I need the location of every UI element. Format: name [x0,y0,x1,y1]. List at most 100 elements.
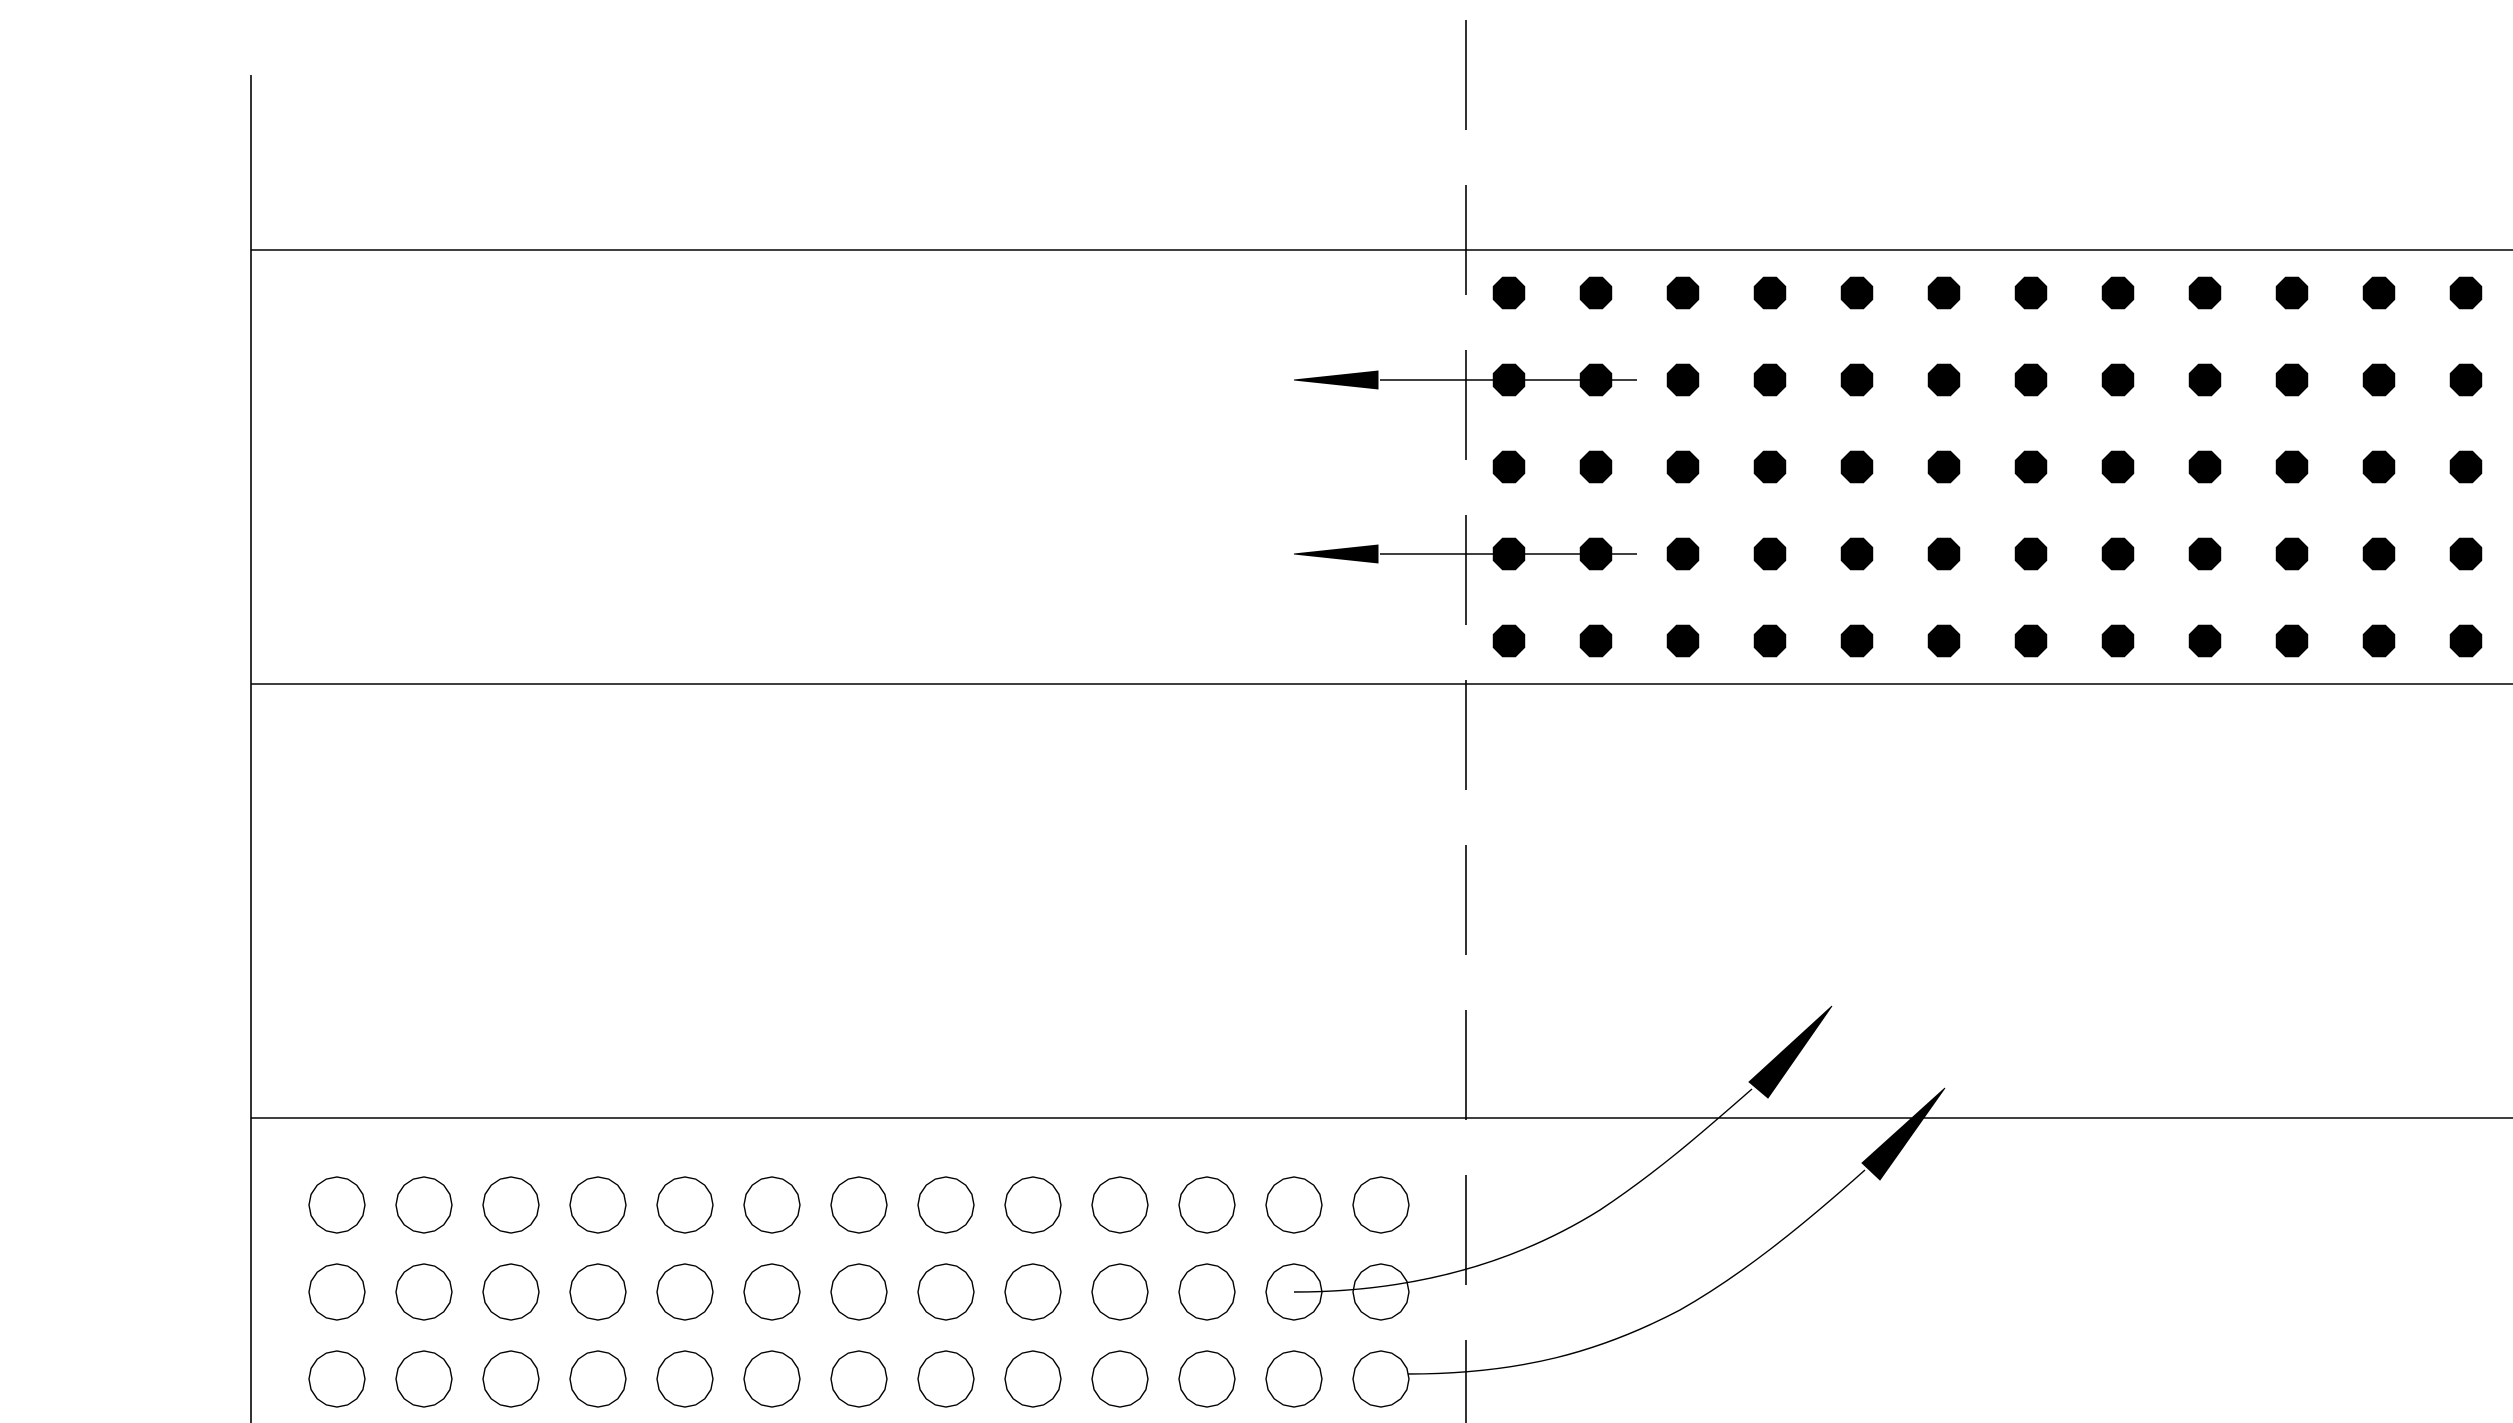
open-circle [743,1350,801,1408]
leader-arrow-upper-1 [1293,370,1637,390]
filled-dot [1927,624,1961,658]
open-circle [1265,1263,1323,1321]
filled-dot [2275,363,2309,397]
filled-dot [1666,363,1700,397]
open-circle [1178,1176,1236,1234]
leader-arrow-lower-1 [1293,1005,1833,1293]
leader-arrow-upper-2 [1293,544,1637,564]
open-circle [569,1263,627,1321]
filled-dot [1492,624,1526,658]
filled-dot [1666,276,1700,310]
open-circle [1352,1350,1410,1408]
open-circle [1004,1176,1062,1234]
open-circle [569,1350,627,1408]
open-circle [1004,1350,1062,1408]
open-circle [482,1176,540,1234]
filled-dot [2014,624,2048,658]
arrowhead [1293,370,1379,390]
filled-dot [2449,450,2483,484]
filled-dot [2101,450,2135,484]
open-circle [395,1263,453,1321]
filled-dot [1840,450,1874,484]
filled-dot [2362,537,2396,571]
open-circle [1178,1263,1236,1321]
leader-curve [1407,1169,1866,1375]
open-circle [656,1350,714,1408]
arrowhead [1293,544,1379,564]
filled-dot [2101,363,2135,397]
filled-dot [2014,276,2048,310]
open-circle [308,1350,366,1408]
filled-dot [1579,624,1613,658]
open-circle-grid [308,1176,1410,1408]
open-circle [1091,1263,1149,1321]
filled-dot [2449,624,2483,658]
open-circle [917,1263,975,1321]
open-circle [917,1350,975,1408]
filled-dot [1753,450,1787,484]
filled-dot [2101,624,2135,658]
filled-dot [2449,276,2483,310]
open-circle [743,1176,801,1234]
filled-dot [1753,363,1787,397]
open-circle [482,1350,540,1408]
open-circle [1004,1263,1062,1321]
open-circle [482,1263,540,1321]
open-circle [395,1176,453,1234]
open-circle [1265,1350,1323,1408]
open-circle [395,1350,453,1408]
filled-dot [1666,624,1700,658]
open-circle [917,1176,975,1234]
open-circle [656,1263,714,1321]
filled-dot [1492,276,1526,310]
filled-dot [1927,450,1961,484]
open-circle [1091,1350,1149,1408]
filled-dot [2188,276,2222,310]
filled-dot [1927,363,1961,397]
filled-dot-grid [1492,276,2483,658]
filled-dot [2449,363,2483,397]
filled-dot [2275,624,2309,658]
filled-dot [1840,624,1874,658]
filled-dot [1927,537,1961,571]
open-circle [1352,1176,1410,1234]
filled-dot [1840,276,1874,310]
filled-dot [2275,450,2309,484]
filled-dot [2449,537,2483,571]
filled-dot [1579,450,1613,484]
filled-dot [2101,276,2135,310]
filled-dot [2014,537,2048,571]
open-circle [1352,1263,1410,1321]
filled-dot [2188,363,2222,397]
filled-dot [1927,276,1961,310]
filled-dot [2362,363,2396,397]
filled-dot [2362,450,2396,484]
filled-dot [2014,363,2048,397]
filled-dot [1840,537,1874,571]
filled-dot [2362,624,2396,658]
open-circle [1091,1176,1149,1234]
open-circle [569,1176,627,1234]
filled-dot [1840,363,1874,397]
filled-dot [2188,537,2222,571]
filled-dot [2014,450,2048,484]
open-circle [1265,1176,1323,1234]
filled-dot [1666,450,1700,484]
open-circle [830,1350,888,1408]
filled-dot [1753,276,1787,310]
open-circle [830,1176,888,1234]
filled-dot [1753,537,1787,571]
open-circle [1178,1350,1236,1408]
filled-dot [2275,537,2309,571]
filled-dot [1492,450,1526,484]
open-circle [656,1176,714,1234]
leader-curve [1293,1088,1753,1293]
filled-dot [2188,624,2222,658]
open-circle [830,1263,888,1321]
filled-dot [1753,624,1787,658]
open-circle [743,1263,801,1321]
arrowhead [1748,1005,1833,1099]
filled-dot [2275,276,2309,310]
filled-dot [2362,276,2396,310]
